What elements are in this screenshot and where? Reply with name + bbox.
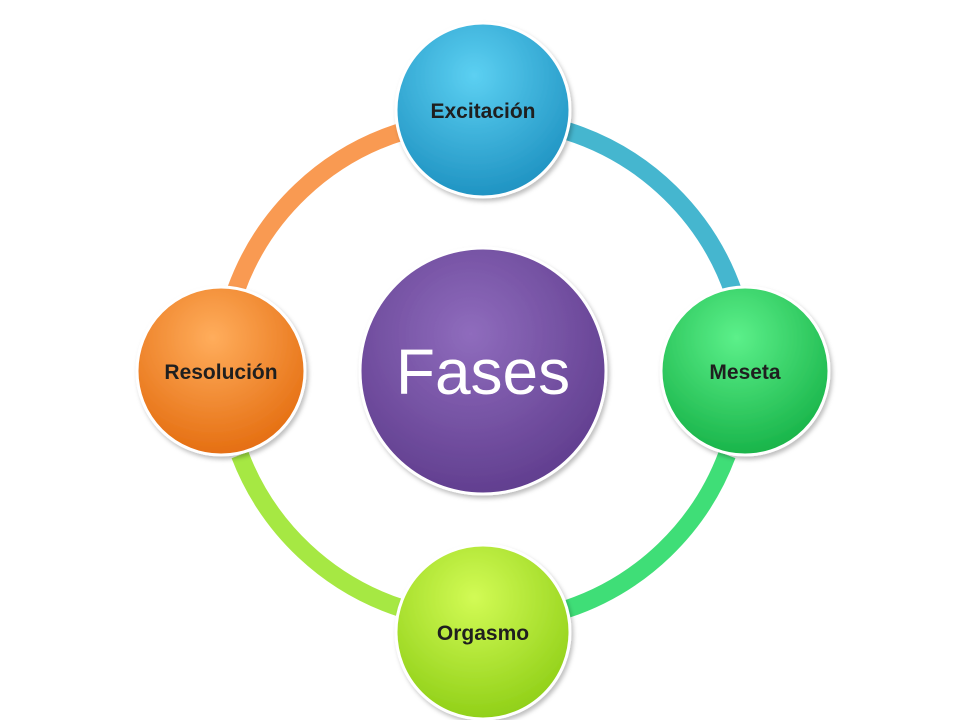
arc-meseta-to-orgasmo xyxy=(564,451,736,618)
center-label: Fases xyxy=(396,336,570,408)
phase-node-meseta: Meseta xyxy=(659,285,831,457)
center-node: Fases xyxy=(358,246,608,496)
phase-node-resolucion: Resolución xyxy=(135,285,307,457)
arc-excitacion-to-meseta xyxy=(564,122,743,297)
phase-label-excitacion: Excitación xyxy=(430,100,535,123)
phase-label-orgasmo: Orgasmo xyxy=(437,622,529,645)
arc-orgasmo-to-resolucion xyxy=(231,451,407,618)
phase-label-resolucion: Resolución xyxy=(164,361,277,384)
phase-label-meseta: Meseta xyxy=(709,361,781,384)
arc-resolucion-to-excitacion xyxy=(227,122,407,294)
phase-node-excitacion: Excitación xyxy=(394,21,572,199)
phase-node-orgasmo: Orgasmo xyxy=(394,543,572,720)
